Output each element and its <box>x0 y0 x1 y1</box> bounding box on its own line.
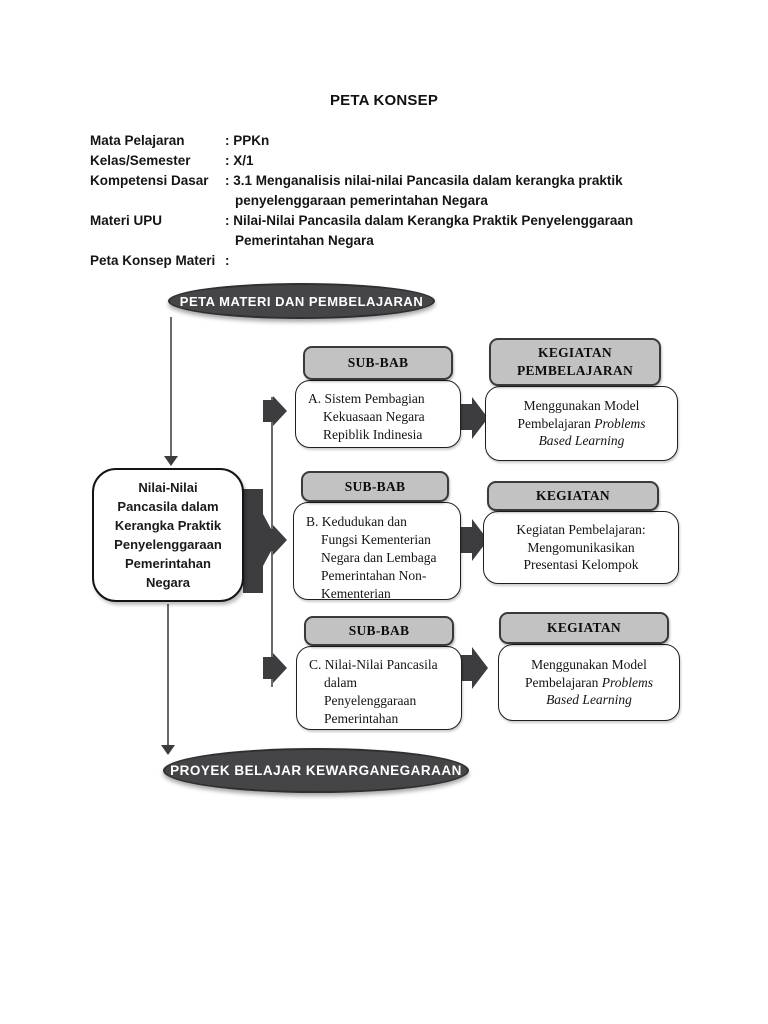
metadata-block: Mata Pelajaran : PPKn Kelas/Semester : X… <box>90 131 702 271</box>
arrow-down-icon <box>164 456 178 466</box>
arrow-right-icon <box>472 397 488 439</box>
meta-label: Mata Pelajaran <box>90 133 185 148</box>
metadata-row: Kelas/Semester : X/1 <box>90 151 702 171</box>
kegiatan-line: Pembelajaran Problems <box>486 415 677 433</box>
kegiatan-line-italic: Problems <box>594 415 646 431</box>
meta-value-line: : 3.1 Menganalisis nilai-nilai Pancasila… <box>225 173 623 188</box>
kegiatan-line: Mengomunikasikan <box>527 539 635 555</box>
kegiatan-node: Menggunakan Model Pembelajaran Problems … <box>485 386 678 461</box>
kegiatan-line-plain: Pembelajaran <box>517 415 591 431</box>
subbab-line: C. Nilai-Nilai Pancasila <box>309 657 438 672</box>
meta-value-line: penyelenggaraan pemerintahan Negara <box>235 193 488 208</box>
main-topic-node: Nilai-Nilai Pancasila dalam Kerangka Pra… <box>92 468 244 602</box>
meta-value-line: : Nilai-Nilai Pancasila dalam Kerangka P… <box>225 213 634 228</box>
meta-label: Kompetensi Dasar <box>90 173 209 188</box>
meta-label: Materi UPU <box>90 213 163 228</box>
arrow-right-icon <box>263 529 273 551</box>
arrow-right-icon <box>472 647 488 689</box>
subbab-node: B. Kedudukan dan Fungsi Kementerian Nega… <box>293 502 461 601</box>
subbab-line: Pemerintahan <box>324 710 399 726</box>
subbab-line: Penyelenggaraan <box>324 692 417 708</box>
arrow-right-icon <box>461 404 472 430</box>
subbab-node: A. Sistem Pembagian Kekuasaan Negara Rep… <box>295 380 461 448</box>
subbab-line: A. Sistem Pembagian <box>308 391 425 406</box>
main-topic-line: Kerangka Praktik <box>114 518 222 533</box>
arrow-right-icon <box>461 527 472 553</box>
meta-label: Peta Konsep Materi <box>90 253 216 268</box>
main-topic-line: Pemerintahan <box>125 556 211 571</box>
kegiatan-line: Pembelajaran Problems <box>499 674 679 692</box>
kegiatan-line: Menggunakan Model <box>531 656 647 672</box>
main-topic-line: Negara <box>145 575 191 590</box>
arrow-right-icon <box>461 655 472 681</box>
kegiatan-header: KEGIATAN <box>487 481 659 511</box>
meta-value: : X/1 <box>225 151 254 171</box>
subbab-header-label: SUB-BAB <box>347 355 409 370</box>
meta-value-line: : <box>225 253 230 268</box>
subbab-line: Repiblik Indinesia <box>323 426 423 442</box>
kegiatan-node: Menggunakan Model Pembelajaran Problems … <box>498 644 680 721</box>
subbab-line: Negara dan Lembaga <box>321 549 437 565</box>
arrow-right-icon <box>273 396 287 426</box>
subbab-line: Fungsi Kementerian <box>321 531 431 547</box>
meta-value-line: Pemerintahan Negara <box>235 233 374 248</box>
metadata-row: Materi UPU : Nilai-Nilai Pancasila dalam… <box>90 211 702 251</box>
top-oval-node: PETA MATERI DAN PEMBELAJARAN <box>168 283 435 319</box>
meta-value: : PPKn <box>225 131 269 151</box>
subbab-node: C. Nilai-Nilai Pancasila dalam Penyeleng… <box>296 646 462 730</box>
main-topic-line: Penyelenggaraan <box>114 537 222 552</box>
subbab-line: Kekuasaan Negara <box>323 408 425 424</box>
kegiatan-line: Presentasi Kelompok <box>523 557 639 573</box>
subbab-header-label: SUB-BAB <box>344 478 406 494</box>
kegiatan-header-line: PEMBELAJARAN <box>516 363 634 378</box>
meta-value: : Nilai-Nilai Pancasila dalam Kerangka P… <box>225 211 633 251</box>
main-topic-line: Nilai-Nilai <box>138 480 198 495</box>
page-title: PETA KONSEP <box>329 92 439 109</box>
connector-line <box>170 317 172 456</box>
subbab-header: SUB-BAB <box>304 616 454 646</box>
kegiatan-line-italic: Problems <box>601 674 654 690</box>
meta-value-line: : PPKn <box>225 133 270 148</box>
metadata-row: Peta Konsep Materi : <box>90 251 702 271</box>
meta-value: : 3.1 Menganalisis nilai-nilai Pancasila… <box>225 171 623 211</box>
subbab-header: SUB-BAB <box>301 471 449 502</box>
arrow-right-icon <box>273 525 287 555</box>
kegiatan-line-plain: Pembelajaran <box>524 674 599 690</box>
bottom-oval-node: PROYEK BELAJAR KEWARGANEGARAAN <box>163 748 469 793</box>
arrow-right-icon <box>243 489 263 593</box>
kegiatan-line: Kegiatan Pembelajaran: <box>516 521 646 537</box>
kegiatan-line: Menggunakan Model <box>523 397 640 413</box>
main-topic-line: Pancasila dalam <box>117 499 219 514</box>
kegiatan-node: Kegiatan Pembelajaran: Mengomunikasikan … <box>483 511 679 584</box>
subbab-line: Kementerian <box>321 585 391 601</box>
subbab-line: Pemerintahan Non- <box>321 567 427 583</box>
arrow-right-icon <box>263 400 273 422</box>
arrow-right-icon <box>273 653 287 683</box>
kegiatan-header: KEGIATAN <box>499 612 669 644</box>
meta-value-line: : X/1 <box>225 153 254 168</box>
metadata-row: Kompetensi Dasar : 3.1 Menganalisis nila… <box>90 171 702 211</box>
subbab-header: SUB-BAB <box>303 346 453 380</box>
metadata-row: Mata Pelajaran : PPKn <box>90 131 702 151</box>
kegiatan-line-italic: Based Learning <box>546 692 632 708</box>
kegiatan-line-italic: Based Learning <box>538 433 625 449</box>
kegiatan-header: KEGIATAN PEMBELAJARAN <box>489 338 661 386</box>
arrow-right-icon <box>263 657 273 679</box>
meta-value: : <box>225 251 230 271</box>
subbab-header-label: SUB-BAB <box>348 623 410 638</box>
kegiatan-header-label: KEGIATAN <box>547 620 621 635</box>
meta-label: Kelas/Semester <box>90 153 191 168</box>
subbab-line: B. Kedudukan dan <box>306 514 407 529</box>
arrow-down-icon <box>161 745 175 755</box>
kegiatan-header-label: KEGIATAN <box>536 488 610 503</box>
subbab-line: dalam <box>324 674 357 690</box>
kegiatan-header-line: KEGIATAN <box>538 345 612 360</box>
connector-line <box>167 604 169 748</box>
